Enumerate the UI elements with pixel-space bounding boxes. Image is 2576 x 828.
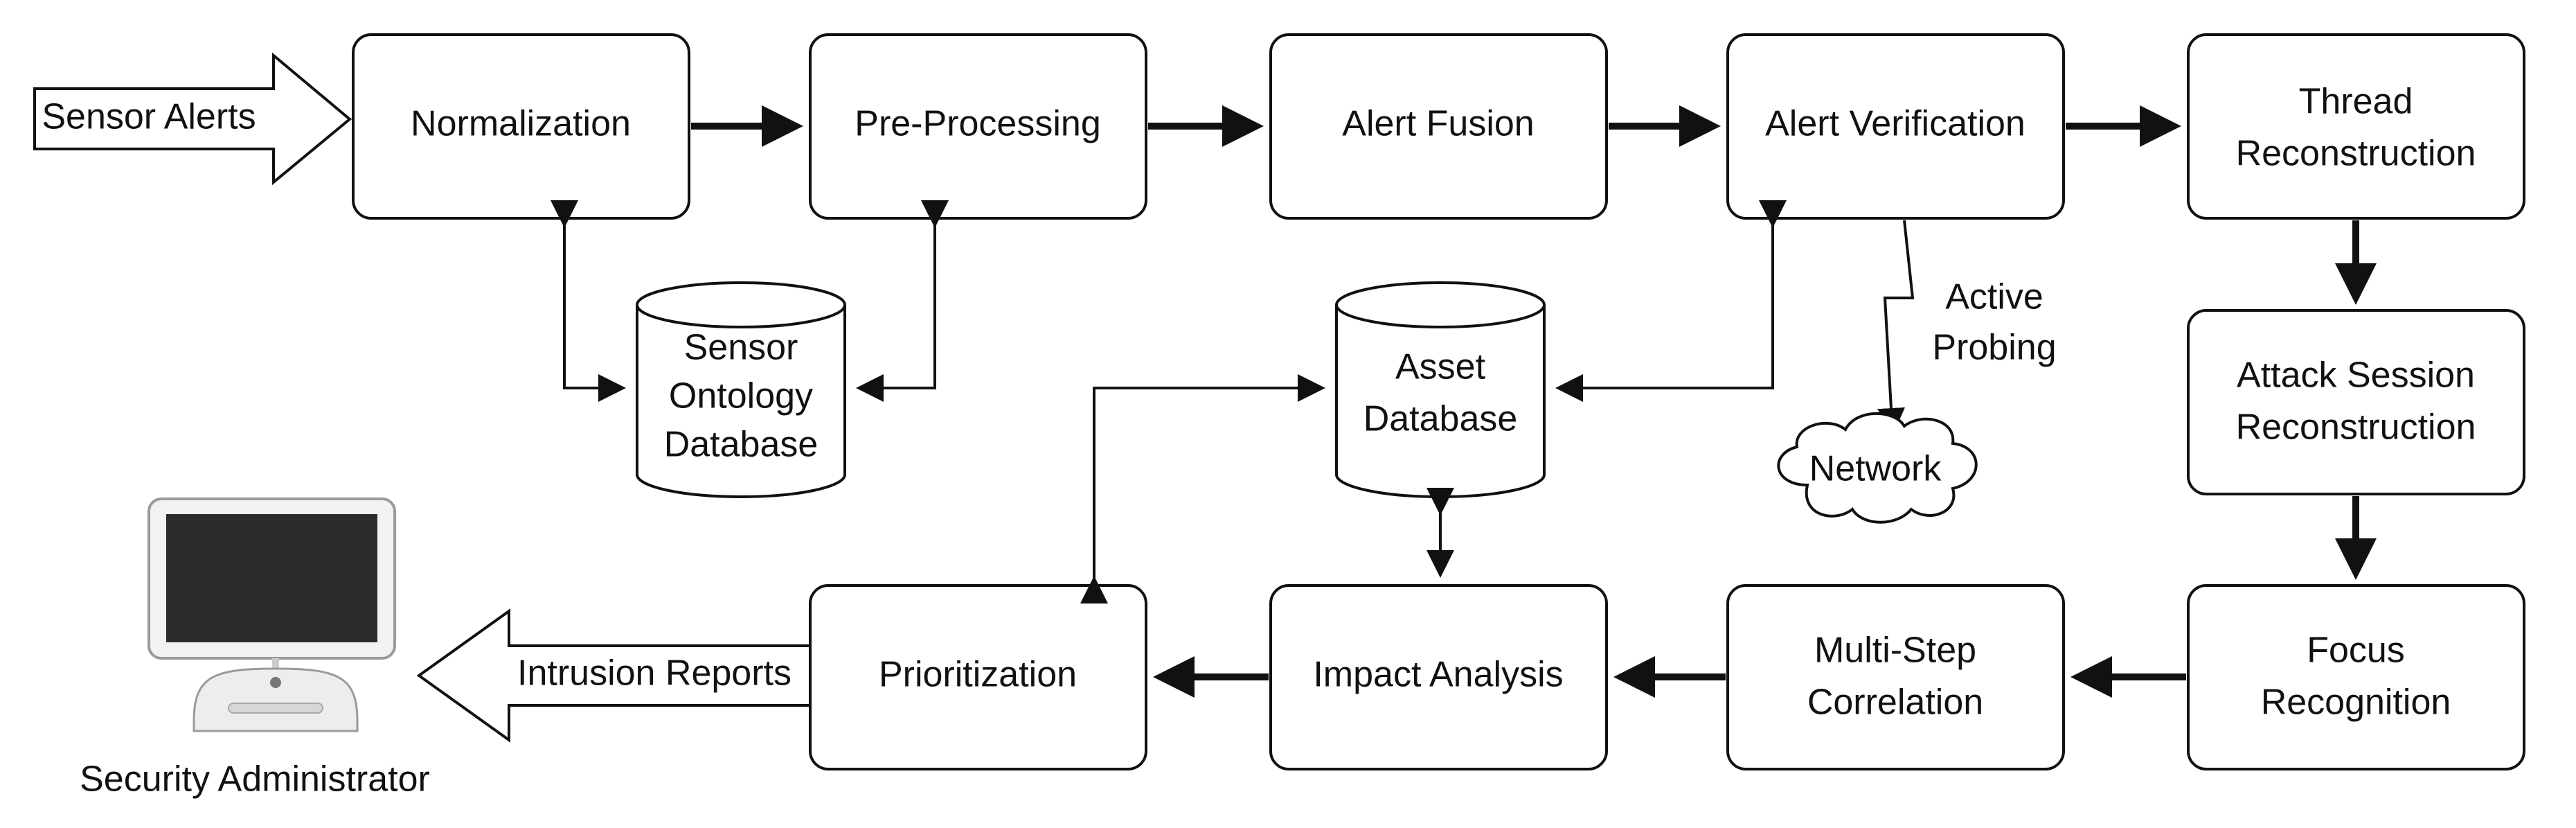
alert-verification-box: Alert Verification bbox=[1726, 33, 2065, 220]
alert-fusion-label: Alert Fusion bbox=[1342, 104, 1534, 144]
focus-recognition-label-1: Focus bbox=[2307, 631, 2405, 671]
preprocessing-box: Pre-Processing bbox=[809, 33, 1147, 220]
database-connectors bbox=[551, 200, 1787, 604]
thread-reconstruction-label-2: Reconstruction bbox=[2236, 134, 2476, 174]
thread-reconstruction-box: Thread Reconstruction bbox=[2187, 33, 2525, 220]
alert-verification-label: Alert Verification bbox=[1765, 104, 2025, 144]
active-probing-label-1: Active bbox=[1945, 277, 2043, 317]
active-probing-label-2: Probing bbox=[1932, 328, 2056, 368]
asset-database-label-1: Asset bbox=[1395, 347, 1486, 387]
active-probing-link: Active Probing bbox=[1877, 220, 2057, 436]
network-cloud: Network bbox=[1777, 412, 1978, 524]
prioritization-box: Prioritization bbox=[809, 584, 1147, 770]
asset-database: Asset Database bbox=[1335, 281, 1546, 498]
computer-icon bbox=[147, 497, 396, 732]
sensor-ontology-label-1: Sensor bbox=[684, 328, 798, 368]
focus-recognition-label-2: Recognition bbox=[2261, 682, 2451, 723]
asset-database-label-2: Database bbox=[1363, 399, 1518, 439]
preprocessing-label: Pre-Processing bbox=[855, 104, 1100, 144]
intrusion-reports-label: Intrusion Reports bbox=[517, 653, 791, 694]
attack-session-label-2: Reconstruction bbox=[2236, 407, 2476, 448]
sensor-alerts-arrow: Sensor Alerts bbox=[33, 52, 352, 186]
attack-session-label-1: Attack Session bbox=[2237, 355, 2475, 396]
normalization-label: Normalization bbox=[411, 104, 631, 144]
flow-arrows bbox=[691, 105, 2377, 698]
multistep-box: Multi-Step Correlation bbox=[1726, 584, 2065, 770]
sensor-alerts-label: Sensor Alerts bbox=[42, 97, 256, 137]
intrusion-reports-arrow: Intrusion Reports bbox=[416, 608, 812, 743]
prioritization-label: Prioritization bbox=[879, 655, 1077, 695]
security-administrator-label: Security Administrator bbox=[80, 759, 430, 800]
sensor-ontology-label-2: Ontology bbox=[669, 376, 813, 416]
attack-session-box: Attack Session Reconstruction bbox=[2187, 309, 2525, 495]
thread-reconstruction-label-1: Thread bbox=[2299, 82, 2413, 122]
multistep-label-2: Correlation bbox=[1807, 682, 1983, 723]
multistep-label-1: Multi-Step bbox=[1814, 631, 1976, 671]
sensor-ontology-database: Sensor Ontology Database bbox=[636, 281, 846, 498]
focus-recognition-box: Focus Recognition bbox=[2187, 584, 2525, 770]
alert-fusion-box: Alert Fusion bbox=[1269, 33, 1608, 220]
normalization-box: Normalization bbox=[352, 33, 690, 220]
impact-analysis-label: Impact Analysis bbox=[1313, 655, 1563, 695]
network-label: Network bbox=[1809, 449, 1942, 489]
sensor-ontology-label-3: Database bbox=[664, 425, 819, 465]
impact-analysis-box: Impact Analysis bbox=[1269, 584, 1608, 770]
